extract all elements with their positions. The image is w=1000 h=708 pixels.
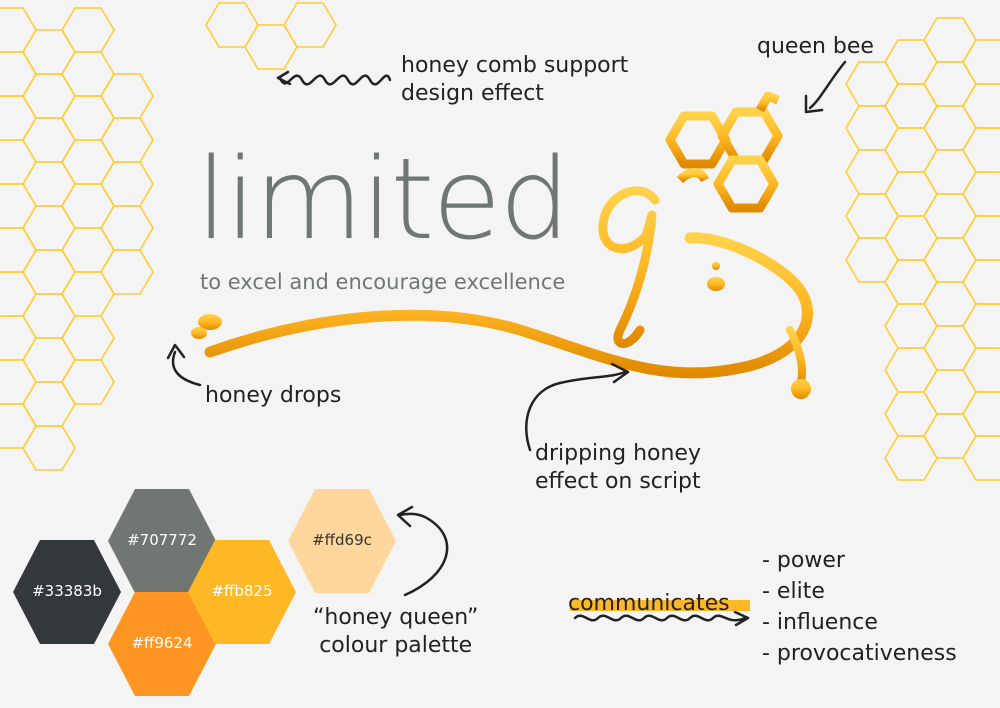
annotation-dripping-line2: effect on script — [535, 469, 701, 494]
logo-wordmark: limited — [196, 135, 570, 265]
honey-drip-swoosh — [204, 232, 813, 379]
script-g-letter — [598, 186, 660, 348]
communicates-highlight — [570, 600, 750, 611]
honey-drop — [198, 314, 222, 330]
palette-swatch — [108, 489, 216, 593]
palette-swatch-label: #ff9624 — [131, 634, 193, 652]
communicates-label: communicates — [568, 591, 730, 616]
annotation-palette-line2: colour palette — [319, 633, 473, 658]
list-item: - provocativeness — [762, 641, 957, 666]
annotation-dripping-line1: dripping honey — [535, 441, 701, 466]
honey-drop — [707, 277, 725, 291]
honey-drop — [712, 262, 720, 270]
honey-drop — [191, 327, 207, 339]
annotation-queen-bee: queen bee — [757, 34, 874, 59]
annotation-honey-drops: honey drops — [205, 383, 342, 408]
palette-swatch — [188, 540, 296, 644]
annotation-palette-line1: “honey queen” — [313, 605, 479, 630]
arrow-queen-bee — [808, 60, 847, 110]
annotation-palette: “honey queen” colour palette — [313, 604, 478, 660]
palette-swatch-label: #707772 — [127, 531, 197, 549]
squiggle-arrow-communicates — [573, 614, 747, 622]
arrow-palette — [398, 512, 449, 597]
palette-swatch — [288, 489, 396, 593]
communicates-list: - power - elite - influence - provocativ… — [762, 545, 957, 669]
palette-swatch-label: #33383b — [32, 582, 102, 600]
squiggle-arrow-honeycomb — [278, 74, 392, 86]
logo-tagline: to excel and encourage excellence — [200, 270, 566, 294]
list-item: - power — [762, 548, 845, 573]
logo-script-letter: g — [0, 0, 1, 1]
queen-bee-mark — [665, 91, 783, 213]
annotation-honeycomb: honey comb support design effect — [401, 52, 628, 108]
annotation-honeycomb-line1: honey comb support — [401, 53, 629, 78]
list-item: - elite — [762, 579, 825, 604]
annotation-honeycomb-line2: design effect — [401, 81, 544, 106]
annotation-dripping: dripping honey effect on script — [535, 440, 701, 496]
arrow-dripping — [525, 370, 627, 452]
honey-drop-end — [791, 379, 811, 399]
arrow-honey-drops — [171, 350, 202, 387]
palette-swatch — [108, 592, 216, 696]
palette-swatch — [13, 540, 121, 644]
list-item: - influence — [762, 610, 878, 635]
palette-swatch-label: #ffd69c — [312, 531, 372, 549]
palette-swatch-label: #ffb825 — [211, 582, 273, 600]
